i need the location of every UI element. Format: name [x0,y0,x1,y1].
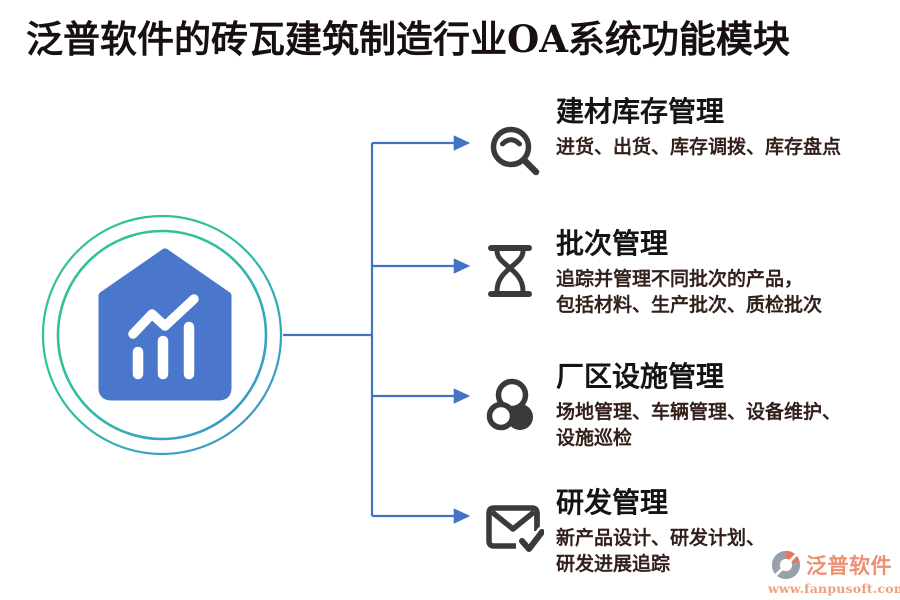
module-title: 研发管理 [556,486,669,519]
module-facility-management: 厂区设施管理 场地管理、车辆管理、设备维护、 设施巡检 [486,361,886,451]
module-title: 厂区设施管理 [556,360,725,393]
fanpu-logo-icon [771,550,801,580]
module-rd-management: 研发管理 新产品设计、研发计划、 研发进展追踪 [486,487,886,577]
page-title: 泛普软件的砖瓦建筑制造行业OA系统功能模块 [26,17,790,61]
magnifier-icon [490,126,540,176]
house-bar-chart-icon [98,248,232,401]
module-desc: 进货、出货、库存调拨、库存盘点 [556,136,842,158]
hub-rings [41,214,283,456]
module-desc: 追踪并管理不同批次的产品， 包括材料、生产批次、质检批次 [556,268,823,316]
hourglass-icon [488,245,532,297]
three-circles-icon [486,378,533,431]
brand-website: www.fanpusoft.com [768,581,900,596]
module-title: 批次管理 [556,227,669,260]
brand-watermark: 泛普软件 www.fanpusoft.com [768,549,900,596]
module-title: 建材库存管理 [556,95,725,128]
module-desc: 新产品设计、研发计划、 研发进展追踪 [556,527,766,575]
module-desc: 场地管理、车辆管理、设备维护、 设施巡检 [556,401,842,449]
module-batch-management: 批次管理 追踪并管理不同批次的产品， 包括材料、生产批次、质检批次 [486,228,886,318]
connector-lines [283,135,471,524]
brand-name: 泛普软件 [806,553,892,578]
module-material-inventory: 建材库存管理 进货、出货、库存调拨、库存盘点 [486,96,886,184]
envelope-check-icon [486,505,548,555]
